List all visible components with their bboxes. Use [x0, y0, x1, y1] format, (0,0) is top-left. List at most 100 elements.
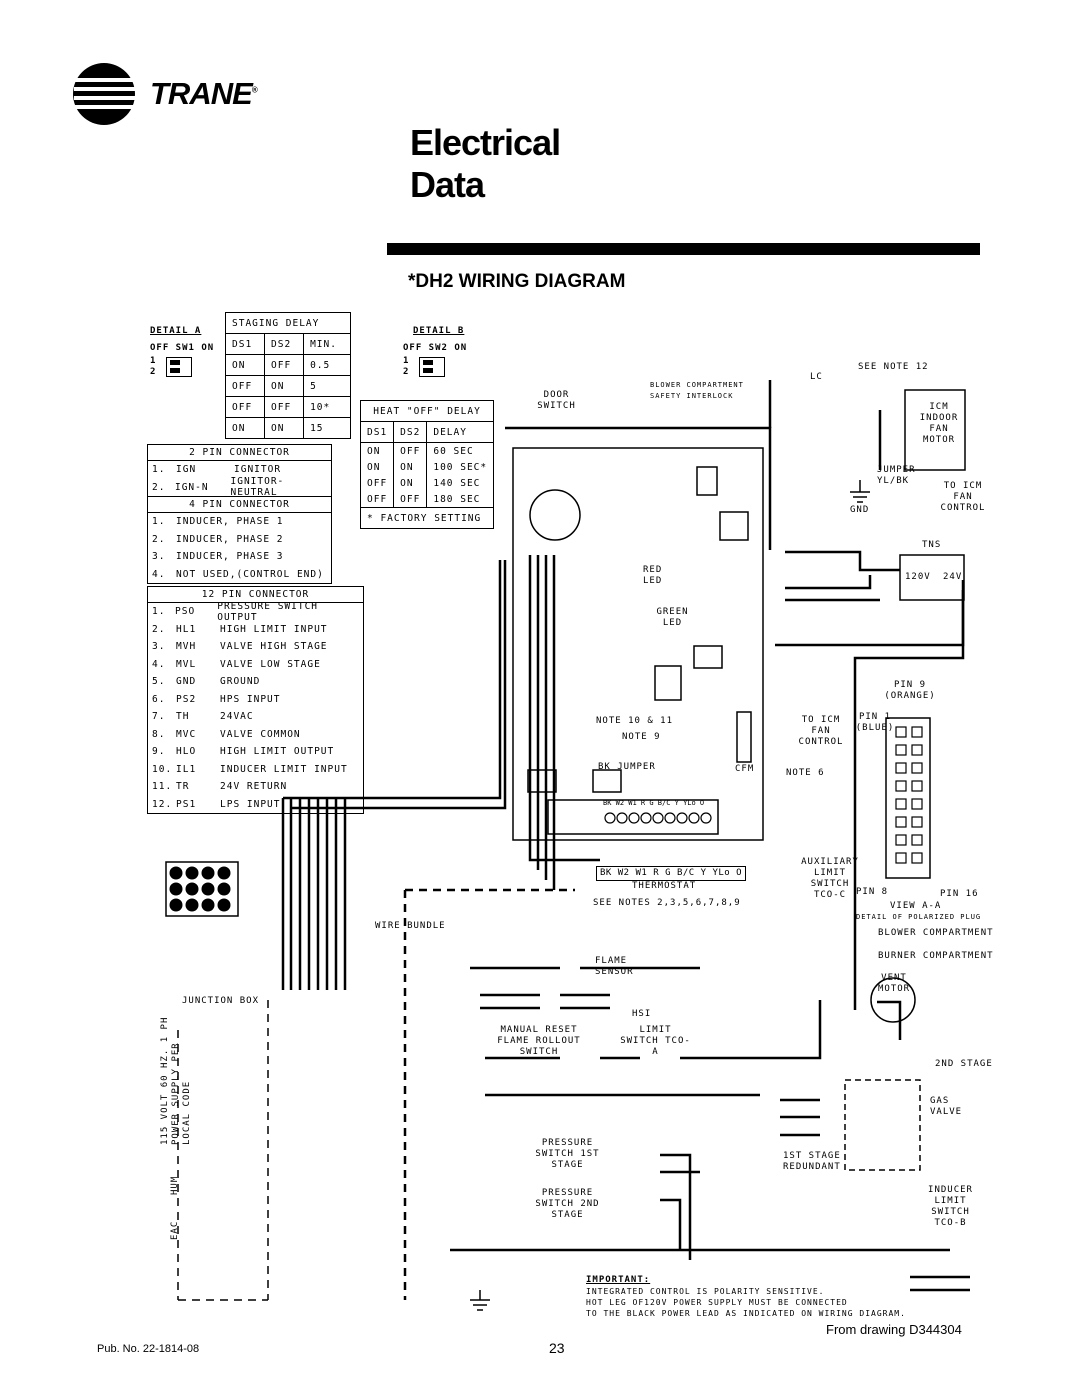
table-row: 1.INDUCER, PHASE 1 [152, 516, 284, 528]
wire-bundle-label: WIRE BUNDLE [375, 921, 446, 931]
gnd-label: GND [850, 505, 870, 515]
auxiliary-limit-label: AUXILIARY LIMIT SWITCH TCO-C [801, 857, 859, 900]
important-line-3: TO THE BLACK POWER LEAD AS INDICATED ON … [586, 1309, 906, 1318]
integrated-control-board [512, 447, 764, 841]
table-row: 4.NOT USED,(CONTROL END) [152, 568, 324, 580]
col-delay: DELAY [426, 421, 495, 443]
detail-a-title: DETAIL A [150, 326, 202, 336]
manual-reset-label: MANUAL RESET FLAME ROLLOUT SWITCH [497, 1025, 581, 1057]
tns-label: TNS [922, 540, 942, 550]
v24-label: 24V [943, 572, 963, 582]
trane-logo-mark [73, 63, 136, 125]
burner-compartment-label: BURNER COMPARTMENT [878, 951, 994, 961]
section-rule [387, 243, 980, 255]
detail-b-pos2: 2 [403, 367, 410, 377]
pin12-title: 12 PIN CONNECTOR [148, 587, 363, 603]
jumper-label: JUMPER YL/BK [877, 465, 916, 486]
to-icm-fan-control-label: TO ICM FAN CONTROL [940, 481, 986, 513]
note-6-label: NOTE 6 [786, 768, 825, 778]
green-led-label: GREEN LED [656, 607, 689, 628]
detail-b-switch-label: OFF SW2 ON [403, 343, 468, 353]
bk-jumper-label: BK JUMPER [598, 762, 656, 772]
gas-valve-body [844, 1079, 921, 1171]
icm-indoor-fan-motor-label: ICM INDOOR FAN MOTOR [919, 402, 959, 445]
flame-sensor-label: FLAME SENSOR [595, 956, 634, 977]
to-icm-fan-control-label-2: TO ICM FAN CONTROL [798, 715, 844, 747]
eac-label: EAC [170, 1220, 180, 1240]
dip-switch-sw2 [419, 357, 445, 377]
pressure-switch-1-label: PRESSURE SWITCH 1ST STAGE [535, 1138, 600, 1170]
polarized-plug [885, 717, 931, 879]
table-row: 3.INDUCER, PHASE 3 [152, 551, 284, 563]
cfm-header [736, 711, 752, 763]
first-stage-redundant-label: 1ST STAGE REDUNDANT [783, 1151, 841, 1172]
dip-switch-sw1 [166, 357, 192, 377]
gas-valve-label: GAS VALVE [930, 1096, 963, 1117]
red-led-label: RED LED [643, 565, 663, 586]
detail-b-pos1: 1 [403, 356, 410, 366]
thermostat-terminals-label: BK W2 W1 R G B/C Y YLo O [596, 866, 747, 881]
important-note: IMPORTANT: INTEGRATED CONTROL IS POLARIT… [586, 1275, 906, 1319]
limit-switch-label: LIMIT SWITCH TCO-A [620, 1025, 691, 1057]
blower-interlock-label: BLOWER COMPARTMENT SAFETY INTERLOCK [650, 381, 744, 400]
cfm-label: CFM [735, 764, 755, 774]
lc-label: LC [810, 372, 823, 382]
pin8-label: PIN 8 [856, 887, 889, 897]
terminal-strip [547, 799, 719, 835]
pin4-title: 4 PIN CONNECTOR [148, 497, 331, 513]
polarized-plug-label: DETAIL OF POLARIZED PLUG [856, 913, 982, 921]
hum-label: HUM [170, 1175, 180, 1195]
view-aa-label: VIEW A-A [890, 901, 942, 911]
pin1-label: PIN 1 (BLUE) [855, 712, 895, 733]
pin2-title: 2 PIN CONNECTOR [148, 445, 331, 461]
junction-box-label: JUNCTION BOX [182, 996, 260, 1006]
pressure-switch-2-label: PRESSURE SWITCH 2ND STAGE [535, 1188, 600, 1220]
trane-logo: TRANE® [72, 62, 282, 132]
factory-setting-note: * FACTORY SETTING [359, 507, 495, 529]
see-note-12-label: SEE NOTE 12 [858, 362, 929, 372]
board-relay [529, 489, 581, 541]
blower-compartment-label: BLOWER COMPARTMENT [878, 928, 994, 938]
pin9-label: PIN 9 (ORANGE) [884, 680, 936, 701]
detail-a-pos2: 2 [150, 367, 157, 377]
detail-a-pos1: 1 [150, 356, 157, 366]
important-line-2: HOT LEG OF120V POWER SUPPLY MUST BE CONN… [586, 1298, 848, 1307]
pub-number: Pub. No. 22-1814-08 [97, 1343, 200, 1355]
col-ds2: DS2 [393, 421, 428, 443]
hsi-label: HSI [632, 1009, 652, 1019]
door-switch-label: DOOR SWITCH [537, 390, 576, 411]
important-title: IMPORTANT: [586, 1275, 651, 1285]
power-supply-label: 115 VOLT 60 HZ. 1 PH POWER SUPPLY PER LO… [160, 1016, 192, 1145]
table-row: 2.INDUCER, PHASE 2 [152, 533, 284, 545]
page-number: 23 [549, 1340, 565, 1356]
transformer [899, 554, 965, 601]
vent-motor-symbol [870, 977, 916, 1023]
brand-text: TRANE [150, 76, 253, 111]
